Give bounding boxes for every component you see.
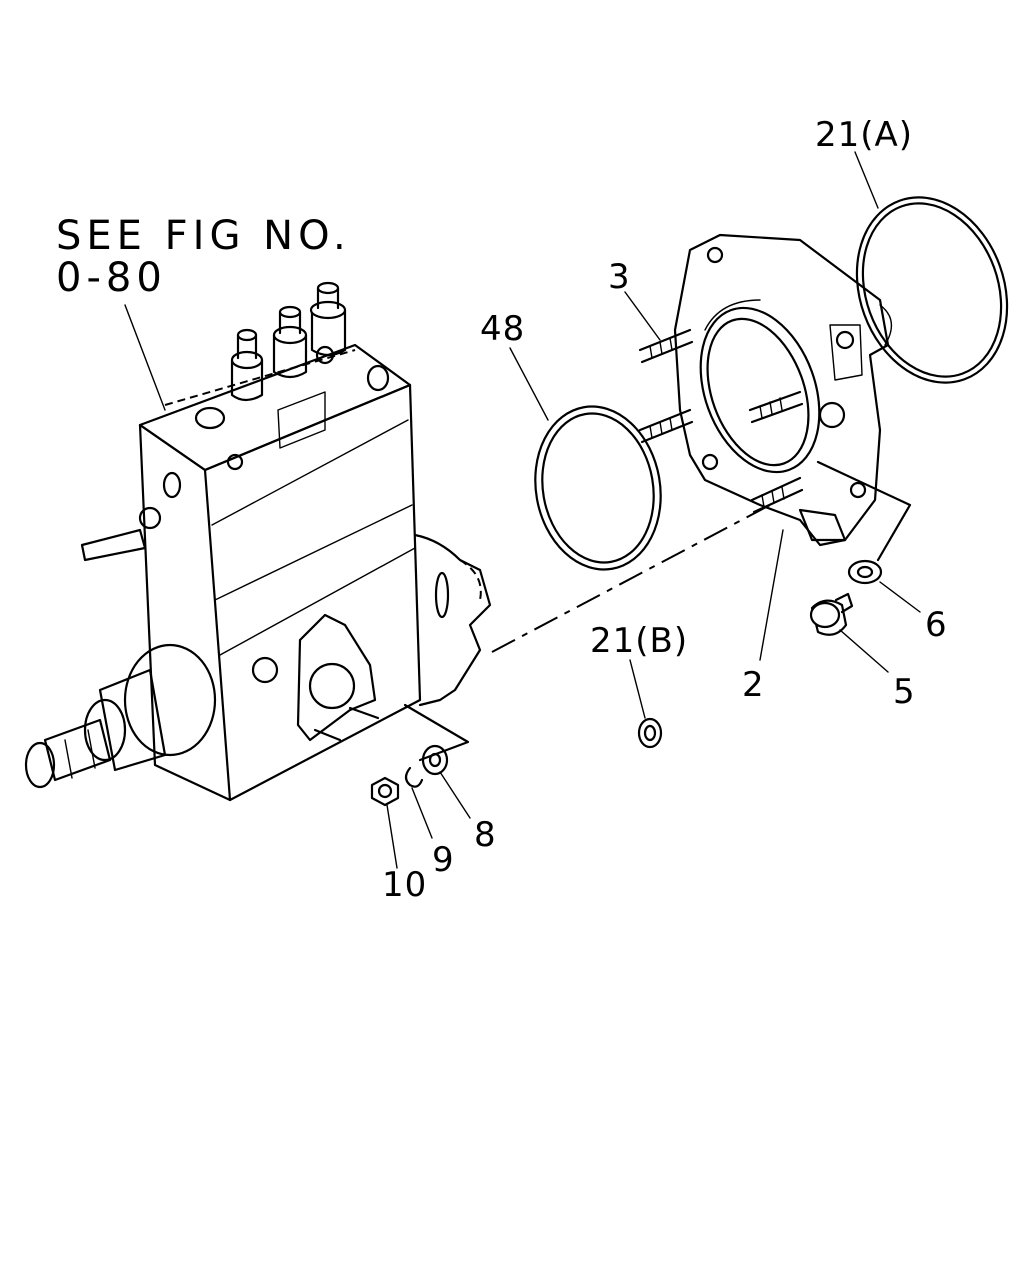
o-ring-21a — [855, 196, 1009, 384]
reference-line-2: 0-80 — [56, 255, 167, 301]
drive-shaft — [24, 643, 217, 789]
callout-21b: 21(B) — [590, 621, 689, 661]
washer-6 — [847, 559, 883, 585]
nut-10 — [370, 776, 400, 807]
timer-housing-2 — [673, 233, 893, 547]
injection-pump-assembly — [24, 281, 492, 802]
studs-3 — [638, 328, 804, 514]
callout-2: 2 — [742, 665, 765, 705]
delivery-valve-holders — [230, 281, 347, 402]
reference-line-1: SEE FIG NO. — [56, 213, 351, 259]
callout-6: 6 — [925, 605, 948, 645]
plug-bolt-5 — [809, 592, 854, 636]
spring-washer-9 — [404, 766, 424, 788]
leader-lines — [124, 151, 921, 869]
callout-10: 10 — [382, 865, 428, 905]
callout-48: 48 — [480, 309, 526, 349]
callout-21a: 21(A) — [815, 115, 914, 155]
callout-8: 8 — [474, 815, 497, 855]
callout-5: 5 — [893, 672, 916, 712]
o-ring-48 — [534, 405, 662, 571]
callout-9: 9 — [432, 840, 455, 880]
callout-3: 3 — [608, 257, 631, 297]
washer-21b — [637, 717, 663, 749]
